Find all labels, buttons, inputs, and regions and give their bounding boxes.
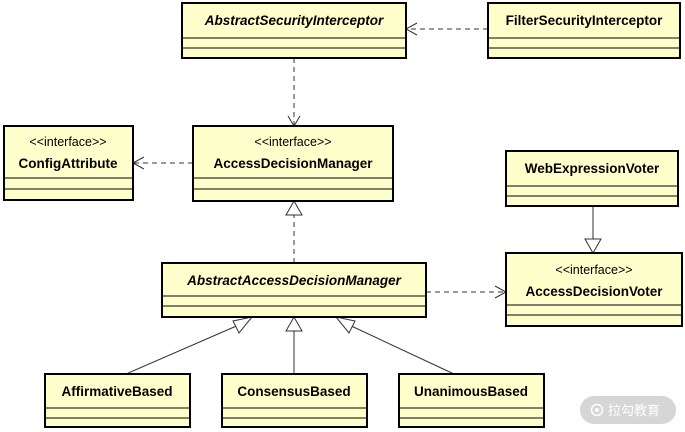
class-name: AffirmativeBased bbox=[61, 384, 172, 399]
class-abstract-access-decision-manager: AbstractAccessDecisionManager bbox=[161, 262, 427, 318]
stereotype-label: <<interface>> bbox=[29, 135, 106, 149]
class-filter-security-interceptor: FilterSecurityInterceptor bbox=[487, 2, 681, 59]
stereotype-label: <<interface>> bbox=[555, 263, 632, 277]
interface-access-decision-voter: <<interface>> AccessDecisionVoter bbox=[505, 252, 683, 327]
class-abstract-security-interceptor: AbstractSecurityInterceptor bbox=[181, 2, 407, 59]
interface-access-decision-manager: <<interface>> AccessDecisionManager bbox=[192, 125, 394, 202]
dependency-decision-manager-to-config-attribute bbox=[131, 156, 193, 170]
watermark-text: 拉勾教育 bbox=[608, 403, 660, 419]
generalization-affirmative-to-abstract bbox=[125, 316, 254, 375]
generalization-web-voter-to-voter bbox=[584, 206, 602, 255]
class-consensus-based: ConsensusBased bbox=[221, 373, 368, 428]
realization-abstract-to-decision-manager bbox=[285, 199, 303, 263]
class-name: ConsensusBased bbox=[237, 384, 350, 399]
class-name: ConfigAttribute bbox=[19, 156, 118, 171]
class-unanimous-based: UnanimousBased bbox=[398, 373, 545, 428]
dependency-abstract-manager-to-voter bbox=[426, 285, 508, 299]
watermark-logo-icon bbox=[590, 403, 604, 417]
interface-config-attribute: <<interface>> ConfigAttribute bbox=[3, 125, 134, 201]
class-name: UnanimousBased bbox=[414, 384, 528, 399]
relationships bbox=[125, 22, 602, 375]
watermark: 拉勾教育 bbox=[580, 396, 676, 424]
stereotype-label: <<interface>> bbox=[254, 135, 331, 149]
dependency-security-to-decision-manager bbox=[287, 58, 301, 127]
generalization-consensus-to-abstract bbox=[285, 315, 303, 374]
class-affirmative-based: AffirmativeBased bbox=[44, 373, 191, 428]
class-web-expression-voter: WebExpressionVoter bbox=[505, 150, 679, 207]
class-name: AbstractAccessDecisionManager bbox=[186, 273, 402, 288]
class-name: AccessDecisionVoter bbox=[525, 284, 663, 299]
class-name: AccessDecisionManager bbox=[213, 156, 373, 171]
generalization-unanimous-to-abstract bbox=[334, 316, 455, 375]
class-name: FilterSecurityInterceptor bbox=[506, 13, 664, 28]
class-name: AbstractSecurityInterceptor bbox=[204, 13, 384, 28]
class-name: WebExpressionVoter bbox=[525, 161, 660, 176]
dependency-filter-to-abstract-security bbox=[404, 22, 488, 36]
